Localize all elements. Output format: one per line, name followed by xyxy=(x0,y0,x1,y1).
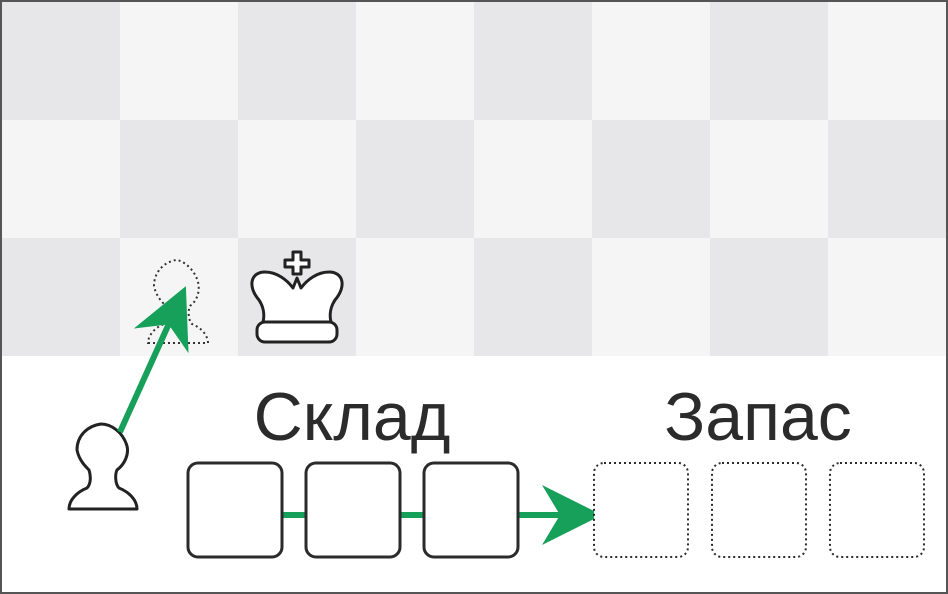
reserve-slot xyxy=(829,462,925,558)
board-square xyxy=(592,238,710,356)
pawn-icon xyxy=(67,422,139,511)
board-square xyxy=(120,120,238,238)
board-square xyxy=(356,120,474,238)
board-square xyxy=(120,238,238,356)
board-square xyxy=(474,2,592,120)
warehouse-slot xyxy=(304,461,402,559)
board-square xyxy=(238,2,356,120)
board-square xyxy=(238,120,356,238)
board-square xyxy=(356,238,474,356)
warehouse-slots xyxy=(186,461,520,559)
board-square xyxy=(2,2,120,120)
pawn-move-arrow xyxy=(117,286,189,434)
king-icon xyxy=(250,250,344,344)
chessboard xyxy=(2,2,946,356)
board-square xyxy=(828,2,946,120)
board-square xyxy=(592,2,710,120)
warehouse-slot xyxy=(186,461,284,559)
board-square xyxy=(592,120,710,238)
board-square xyxy=(474,120,592,238)
reserve-label: Запас xyxy=(664,379,852,455)
reserve-slots xyxy=(593,462,925,558)
board-square xyxy=(828,238,946,356)
board-square xyxy=(356,2,474,120)
board-square xyxy=(2,120,120,238)
board-square xyxy=(710,2,828,120)
warehouse-slot xyxy=(422,461,520,559)
board-square xyxy=(2,238,120,356)
board-square xyxy=(120,2,238,120)
reserve-slot xyxy=(711,462,807,558)
board-square xyxy=(710,238,828,356)
reserve-slot xyxy=(593,462,689,558)
board-square xyxy=(828,120,946,238)
board-square xyxy=(710,120,828,238)
warehouse-label: Склад xyxy=(254,379,451,455)
board-square xyxy=(474,238,592,356)
